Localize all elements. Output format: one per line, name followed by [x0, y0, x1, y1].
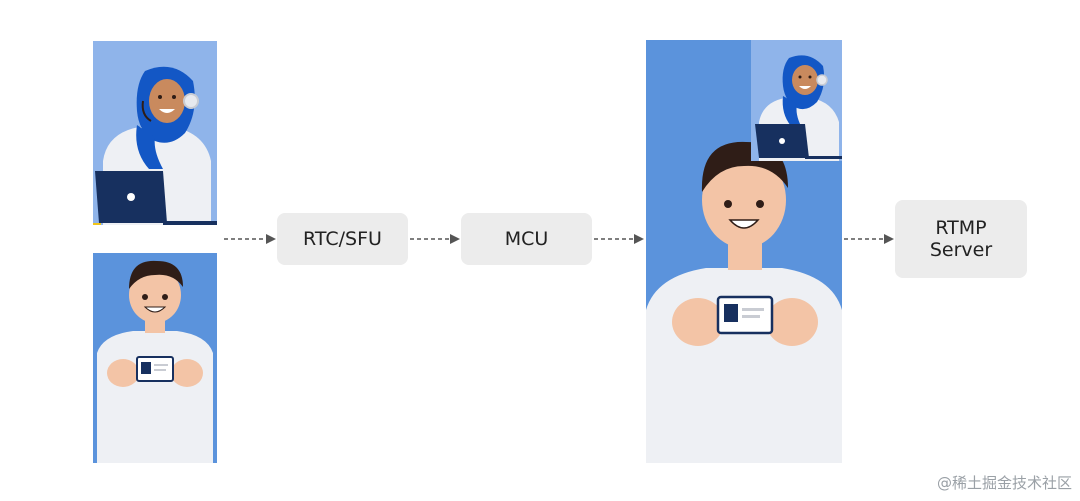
watermark: @稀土掘金技术社区	[936, 474, 1072, 492]
man-with-id-card-icon	[93, 253, 217, 463]
dashed-arrow-icon	[844, 234, 894, 244]
rtmp-server-label: RTMP Server	[929, 217, 993, 261]
dashed-arrow-icon	[410, 234, 460, 244]
dashed-arrow-icon	[224, 234, 276, 244]
participant-man-video	[93, 253, 217, 463]
woman-with-headset-icon	[93, 41, 217, 225]
dashed-arrow-icon	[594, 234, 644, 244]
rtc-sfu-node: RTC/SFU	[277, 213, 408, 265]
woman-with-headset-icon	[751, 40, 842, 161]
mcu-node: MCU	[461, 213, 592, 265]
mixed-video-output	[646, 40, 842, 463]
rtmp-server-node: RTMP Server	[895, 200, 1027, 278]
rtc-sfu-label: RTC/SFU	[303, 228, 382, 250]
mcu-label: MCU	[504, 228, 549, 250]
participant-woman-video	[93, 41, 217, 225]
